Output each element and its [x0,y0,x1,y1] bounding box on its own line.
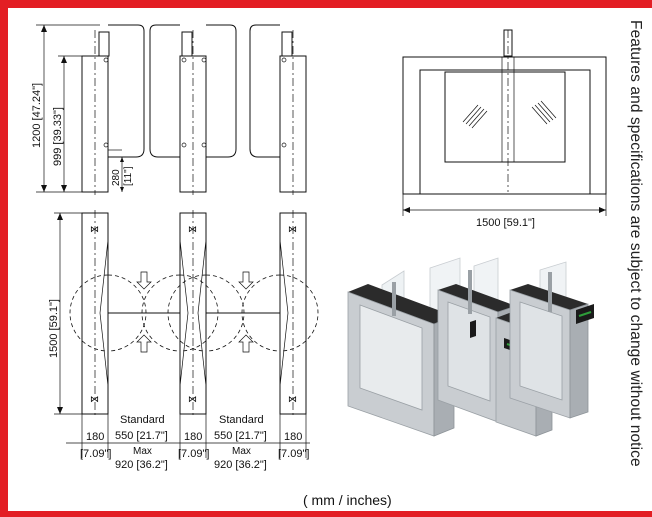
height-gap-inch-label: [11"] [123,166,134,186]
height-gap-label: 280 [111,169,122,186]
lane-1-max-label: Max [133,446,152,457]
cabinet-2-width: 180 [184,431,202,443]
plan-cabinet-3: ⋈ ⋈ [279,210,307,418]
svg-text:⋈: ⋈ [188,394,197,404]
lane-1-standard-value: 550 [21.7"] [115,430,168,442]
plan-cabinet-2: ⋈ ⋈ [179,210,207,418]
plan-cabinet-1: ⋈ ⋈ [81,210,109,418]
svg-text:⋈: ⋈ [288,394,297,404]
length-front-label: 1500 [59.1"] [476,217,535,229]
units-note: ( mm / inches) [303,492,392,508]
lane-2-max-label: Max [232,446,251,457]
lane-2-standard-label: Standard [219,414,264,426]
plan-view: 1500 [59.1"] ⋈ ⋈ ⋈ ⋈ ⋈ ⋈ [48,210,319,471]
lane-1-standard-label: Standard [120,414,165,426]
length-side-label: 1500 [59.1"] [48,299,60,358]
cabinet-1-width: 180 [86,431,104,443]
height-panel-label: 999 [39.33"] [52,107,64,166]
svg-text:⋈: ⋈ [90,224,99,234]
svg-text:⋈: ⋈ [90,394,99,404]
drawing-sheet: 1200 [47.24"] 999 [39.33"] 280 [11"] [8,8,619,511]
lane-1-max-value: 920 [36.2"] [115,459,168,471]
turnstile-render [347,257,594,437]
lane-2-max-value: 920 [36.2"] [214,459,267,471]
side-note: Features and specifications are subject … [627,20,644,467]
svg-text:⋈: ⋈ [288,224,297,234]
cabinet-1-width-inch: [7.09"] [80,448,111,460]
side-note-strip: Features and specifications are subject … [619,8,652,511]
lane-2-standard-value: 550 [21.7"] [214,430,267,442]
front-elevation-view: 1500 [59.1"] [402,29,607,229]
side-elevation-view: 1200 [47.24"] 999 [39.33"] 280 [11"] [31,24,307,195]
turnstile-drawing: 1200 [47.24"] 999 [39.33"] 280 [11"] [31,24,607,471]
cabinet-3-width: 180 [284,431,302,443]
cabinet-3-width-inch: [7.09"] [278,448,309,460]
flow-arrows [136,271,254,353]
svg-text:⋈: ⋈ [188,224,197,234]
cabinet-2-width-inch: [7.09"] [178,448,209,460]
height-total-label: 1200 [47.24"] [31,83,43,148]
